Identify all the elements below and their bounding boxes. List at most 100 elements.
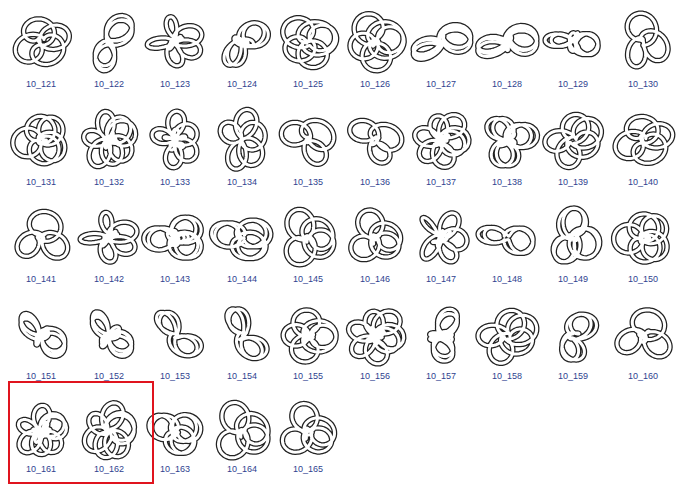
knot-diagram <box>281 120 333 164</box>
knot-label: 10_124 <box>227 79 257 90</box>
knot-diagram <box>415 115 469 168</box>
knot-diagram <box>212 220 271 258</box>
knot-label: 10_141 <box>26 274 56 285</box>
knot-label: 10_129 <box>558 79 588 90</box>
knot-diagram <box>545 114 601 167</box>
knot-label: 10_150 <box>628 274 658 285</box>
knot-label: 10_161 <box>26 464 56 475</box>
knot-diagram <box>553 208 600 262</box>
knot-diagram <box>413 25 470 60</box>
knot-label: 10_162 <box>94 464 124 475</box>
knot-diagram <box>92 312 131 356</box>
knot-label: 10_130 <box>628 79 658 90</box>
knot-diagram <box>17 212 68 259</box>
knot-diagram <box>84 112 136 167</box>
knot-diagram <box>84 403 134 458</box>
knot-label: 10_165 <box>293 464 323 475</box>
knot-diagram <box>478 310 537 363</box>
knot-diagram <box>614 214 667 262</box>
knot-label: 10_138 <box>492 177 522 188</box>
knot-diagram <box>286 209 334 264</box>
knot-diagram <box>351 210 401 260</box>
knot-diagram <box>562 314 597 360</box>
knot-label: 10_127 <box>426 79 456 90</box>
knot-diagram <box>281 120 333 164</box>
knot-label: 10_154 <box>227 371 257 382</box>
knot-label: 10_145 <box>293 274 323 285</box>
knot-diagram <box>487 119 537 166</box>
knot-diagram <box>478 310 537 363</box>
knot-diagram <box>349 311 404 364</box>
knot-diagram <box>545 33 598 55</box>
knot-diagram <box>545 114 601 167</box>
knot-label: 10_134 <box>227 177 257 188</box>
knot-label: 10_125 <box>293 79 323 90</box>
knot-diagram <box>15 19 69 65</box>
knot-label: 10_146 <box>360 274 390 285</box>
knot-diagram <box>422 213 467 262</box>
knot-diagram <box>413 25 470 60</box>
knot-diagram <box>286 209 334 264</box>
knot-label: 10_121 <box>26 79 56 90</box>
knot-diagram <box>478 26 537 57</box>
knot-diagram <box>415 115 469 168</box>
knot-label: 10_136 <box>360 177 390 188</box>
knot-diagram <box>478 26 537 57</box>
knot-label: 10_132 <box>94 177 124 188</box>
knot-diagram <box>282 404 334 453</box>
knot-label: 10_143 <box>160 274 190 285</box>
knot-diagram <box>282 404 334 453</box>
knot-diagram <box>350 14 404 71</box>
knot-label: 10_139 <box>558 177 588 188</box>
knot-diagram <box>152 111 197 167</box>
knot-diagram <box>615 116 673 163</box>
knot-label: 10_123 <box>160 79 190 90</box>
knot-diagram <box>84 403 134 458</box>
knot-diagram <box>212 220 271 258</box>
knot-diagram <box>80 212 137 262</box>
knot-diagram <box>627 13 668 67</box>
knot-diagram <box>220 110 265 170</box>
knot-diagram <box>92 312 131 356</box>
knot-label: 10_152 <box>94 371 124 382</box>
knot-diagram <box>227 309 267 359</box>
knot-diagram <box>562 314 597 360</box>
knot-label: 10_142 <box>94 274 124 285</box>
knot-diagram <box>95 16 132 71</box>
knot-diagram <box>15 19 69 65</box>
knot-diagram <box>147 17 201 66</box>
knot-diagram <box>349 311 404 364</box>
knot-diagram <box>149 415 201 454</box>
knot-diagram <box>13 116 65 163</box>
knot-diagram <box>430 309 458 361</box>
knot-label: 10_163 <box>160 464 190 475</box>
knot-diagram <box>283 310 336 362</box>
knot-diagram <box>614 214 667 262</box>
knot-label: 10_131 <box>26 177 56 188</box>
knot-diagram <box>430 309 458 361</box>
knot-diagram <box>220 110 265 170</box>
knot-diagram <box>615 116 673 163</box>
knot-label: 10_156 <box>360 371 390 382</box>
knot-diagram <box>422 213 467 262</box>
knot-diagram <box>553 208 600 262</box>
knot-diagram <box>147 17 201 66</box>
knot-diagram <box>617 310 670 357</box>
knot-label: 10_137 <box>426 177 456 188</box>
knot-label: 10_147 <box>426 274 456 285</box>
knot-diagram <box>80 212 137 262</box>
knot-diagram <box>21 314 65 357</box>
knot-diagram <box>350 14 404 71</box>
knot-label: 10_126 <box>360 79 390 90</box>
knot-label: 10_128 <box>492 79 522 90</box>
knot-diagram <box>487 119 537 166</box>
knot-diagram <box>17 212 68 259</box>
knot-diagram <box>283 18 337 68</box>
knot-label: 10_160 <box>628 371 658 382</box>
knot-label: 10_157 <box>426 371 456 382</box>
knot-label: 10_164 <box>227 464 257 475</box>
knot-diagram <box>219 402 269 457</box>
knot-diagram <box>149 415 201 454</box>
knot-label: 10_144 <box>227 274 257 285</box>
knot-diagram <box>19 405 67 454</box>
